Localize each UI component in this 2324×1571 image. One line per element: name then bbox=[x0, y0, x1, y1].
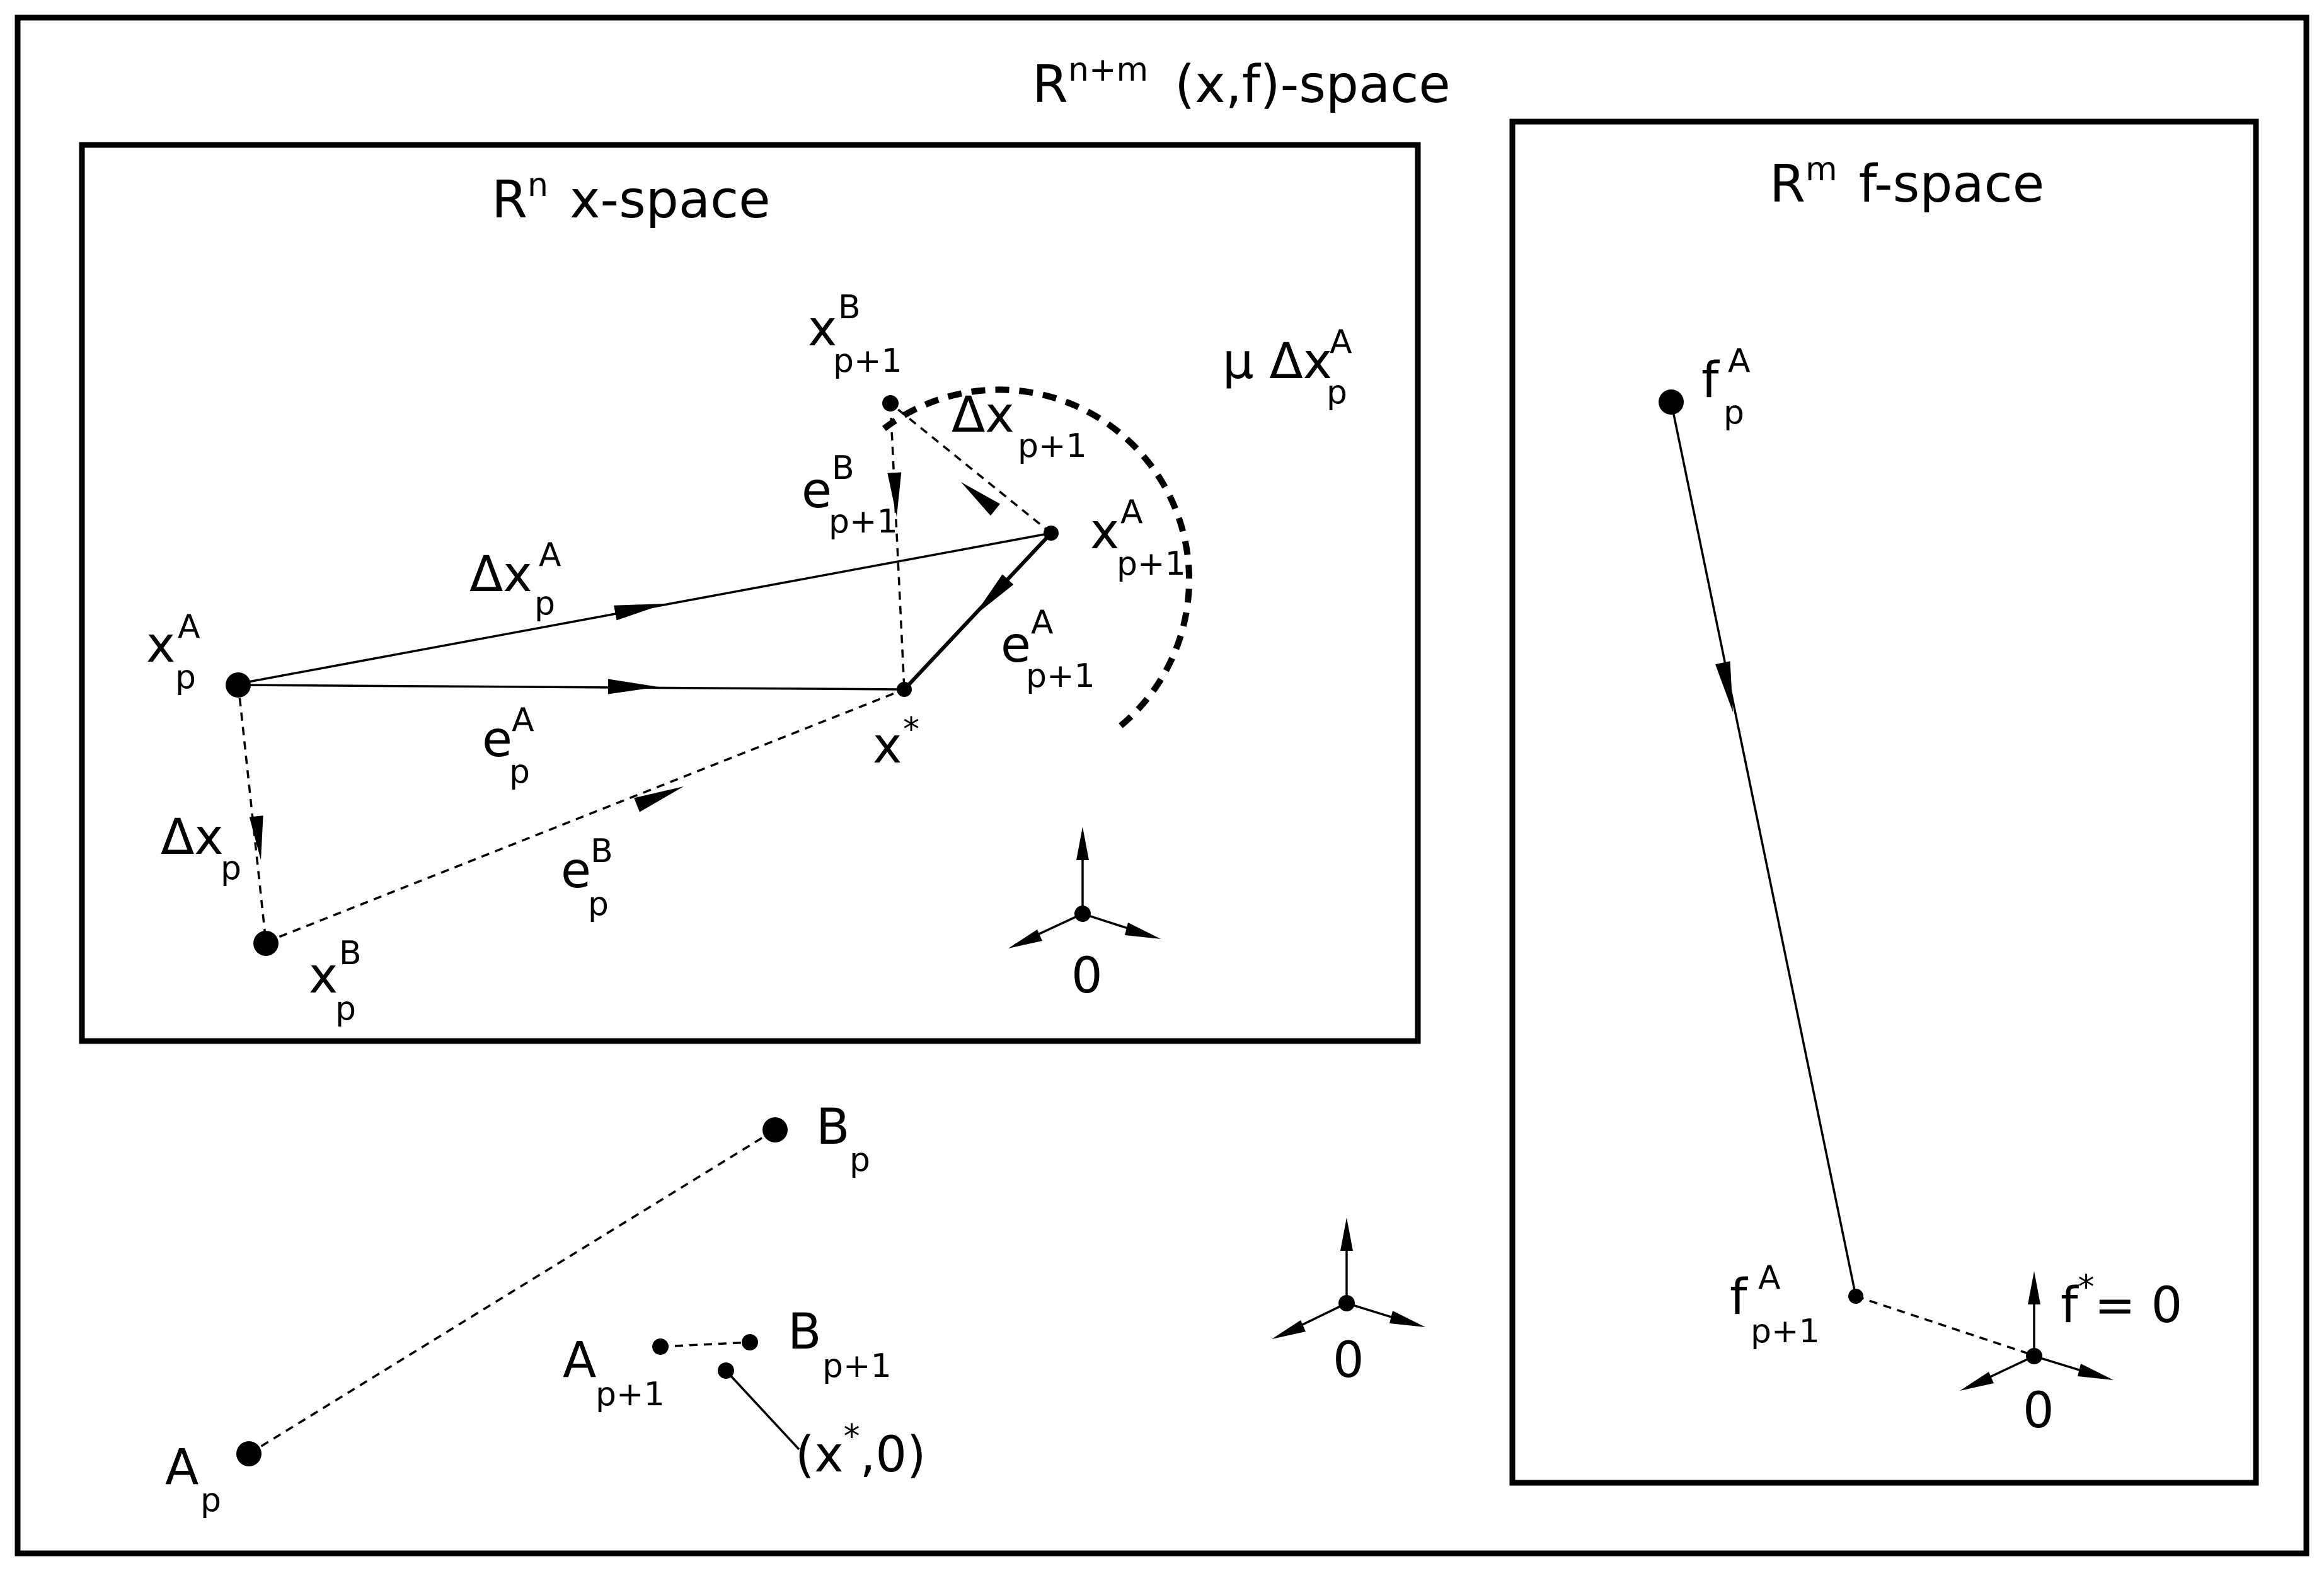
fpA-to-fp1A-arrowhead bbox=[1715, 661, 1733, 712]
mu-delta-x-arc bbox=[882, 386, 1192, 734]
e-pB-line bbox=[265, 688, 905, 943]
Ap-Bp-dashed-line bbox=[248, 1129, 776, 1455]
delta-x-p-arrowhead bbox=[249, 815, 263, 860]
label-ep1A-sup: A bbox=[1031, 604, 1054, 642]
label-fpA-sub: p bbox=[1723, 394, 1744, 432]
e-pA-arrowhead bbox=[607, 679, 659, 694]
label-xpA-sub: p bbox=[175, 659, 196, 696]
label-xpA: x bbox=[146, 617, 175, 674]
label-dxpA-sup: A bbox=[539, 536, 561, 574]
point-fp1A bbox=[1848, 1289, 1863, 1304]
label-fpA-sup: A bbox=[1728, 342, 1751, 380]
label-ep1A: e bbox=[1001, 617, 1031, 674]
label-ep1B-sup: B bbox=[832, 449, 854, 487]
label-ep1A-sub: p+1 bbox=[1026, 657, 1095, 695]
label-dxp: Δx bbox=[161, 809, 224, 866]
point-Ap1 bbox=[652, 1338, 669, 1355]
label-Bp: B bbox=[816, 1099, 850, 1156]
label-fpA: f bbox=[1701, 352, 1720, 409]
point-xpB bbox=[253, 931, 279, 956]
outer-frame-rnm bbox=[14, 14, 2310, 1557]
label-mu-dx-sup: A bbox=[1330, 323, 1352, 361]
label-dxp-sub: p bbox=[221, 849, 241, 887]
delta-x-p1-line bbox=[889, 402, 1052, 534]
label-mu-dx-sub: p bbox=[1326, 374, 1347, 411]
label-Ap1: A bbox=[563, 1332, 596, 1389]
e-pB-arrowhead bbox=[634, 786, 684, 812]
point-Ap bbox=[236, 1441, 262, 1466]
label-fstar-equals-zero: f*= 0 bbox=[2061, 1269, 2182, 1334]
label-dxpA-sub: p bbox=[534, 585, 555, 623]
delta-x-p1-arrowhead bbox=[961, 482, 1001, 516]
label-Ap: A bbox=[165, 1439, 198, 1496]
point-Bp bbox=[762, 1117, 788, 1142]
label-Ap-sub: p bbox=[200, 1482, 221, 1519]
outer-space-title: Rn+m(x,f)-space bbox=[1032, 51, 1451, 115]
point-Bp1 bbox=[742, 1334, 758, 1350]
x-space-origin-axes bbox=[1008, 827, 1161, 948]
label-fp1A-sub: p+1 bbox=[1751, 1313, 1820, 1350]
fp1A-to-origin-dashed-line bbox=[1855, 1295, 2033, 1356]
label-fp1A: f bbox=[1730, 1269, 1748, 1326]
label-xpA-sup: A bbox=[178, 608, 200, 646]
x-space-origin-label: 0 bbox=[1071, 948, 1103, 1004]
label-ep1B-sub: p+1 bbox=[829, 503, 898, 541]
e-p1A-arrowhead bbox=[974, 574, 1014, 616]
label-xp1B-sup: B bbox=[838, 289, 861, 326]
Ap1-Bp1-dashed-line bbox=[660, 1341, 751, 1348]
label-Ap1-sub: p+1 bbox=[595, 1376, 665, 1413]
point-xp1A bbox=[1044, 526, 1059, 541]
label-xstar-sup: * bbox=[903, 711, 919, 749]
f-space-origin-axes bbox=[1960, 1271, 2114, 1391]
label-Bp-sub: p bbox=[849, 1141, 870, 1179]
label-epB: e bbox=[561, 843, 591, 899]
label-ep1B: e bbox=[802, 463, 832, 519]
point-xpA bbox=[226, 672, 251, 698]
label-Bp1: B bbox=[788, 1304, 822, 1361]
x-space-box bbox=[79, 142, 1421, 1044]
label-xpB: x bbox=[309, 948, 338, 1004]
xf-space-origin-label: 0 bbox=[1333, 1332, 1364, 1389]
e-p1B-line bbox=[889, 403, 906, 690]
label-dxpA: Δx bbox=[469, 546, 532, 603]
label-dxp1-sub: p+1 bbox=[1018, 427, 1087, 465]
delta-x-pA-arrowhead bbox=[614, 604, 665, 621]
label-epA: e bbox=[482, 711, 512, 768]
label-xpB-sup: B bbox=[339, 935, 362, 972]
label-epA-sup: A bbox=[512, 701, 534, 739]
delta-x-p-line bbox=[237, 683, 267, 943]
label-epA-sub: p bbox=[509, 753, 530, 791]
label-mu-dx: μ Δx bbox=[1222, 333, 1332, 390]
e-pA-line bbox=[238, 684, 905, 691]
label-dxp1: Δx bbox=[952, 387, 1015, 444]
fpA-to-fp1A-line bbox=[1670, 401, 1857, 1297]
point-xp1B bbox=[882, 395, 899, 411]
point-fpA bbox=[1659, 389, 1684, 415]
label-epB-sub: p bbox=[588, 885, 609, 923]
label-xstar: x bbox=[873, 718, 902, 774]
label-fp1A-sup: A bbox=[1758, 1259, 1781, 1297]
e-p1B-arrowhead bbox=[887, 472, 902, 517]
label-xp1B-sub: p+1 bbox=[833, 342, 902, 380]
f-space-origin-label: 0 bbox=[2023, 1383, 2054, 1439]
label-xp1A-sup: A bbox=[1120, 493, 1143, 531]
label-epB-sup: B bbox=[590, 832, 613, 870]
xstar0-leader-line bbox=[725, 1369, 800, 1451]
label-xstar0: (x*,0) bbox=[795, 1418, 926, 1483]
label-xp1A-sub: p+1 bbox=[1117, 545, 1186, 583]
point-xstar bbox=[897, 682, 912, 697]
f-space-box bbox=[1509, 118, 2259, 1486]
label-Bp1-sub: p+1 bbox=[822, 1347, 892, 1385]
xf-space-origin-axes bbox=[1272, 1217, 1425, 1339]
label-xp1A: x bbox=[1090, 504, 1119, 560]
label-xpB-sub: p bbox=[335, 990, 356, 1028]
label-xp1B: x bbox=[808, 301, 837, 357]
